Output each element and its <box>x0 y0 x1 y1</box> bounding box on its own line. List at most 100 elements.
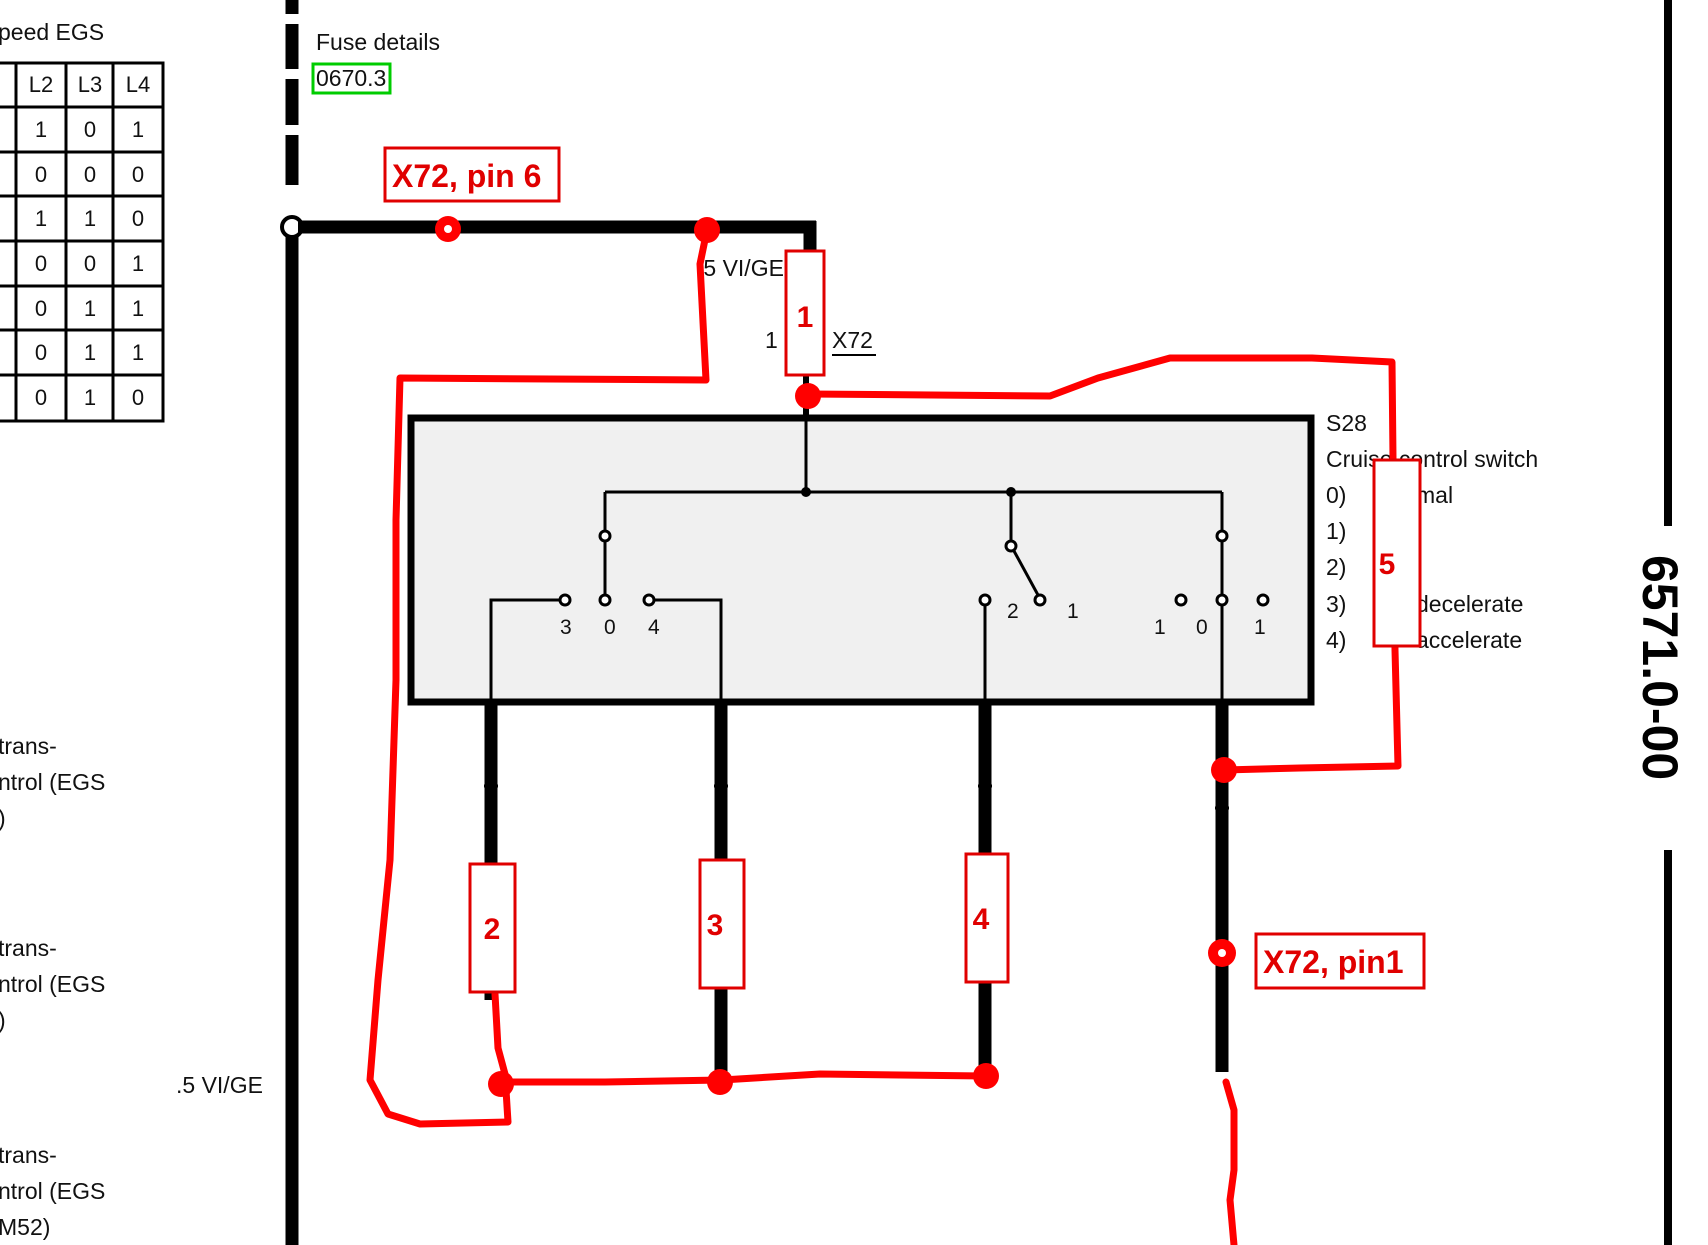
table-cell: 0 <box>132 385 144 410</box>
table-cell: 1 <box>84 340 96 365</box>
table-cell: 1 <box>132 251 144 276</box>
table-cell: 1 <box>132 117 144 142</box>
partial-title: peed EGS <box>0 19 104 45</box>
position-number: 3) <box>1326 591 1346 617</box>
module-label-line: ) <box>0 805 6 831</box>
contact-label: 4 <box>648 616 660 639</box>
position-number: 2) <box>1326 554 1346 580</box>
column-header: L4 <box>126 72 150 97</box>
annotation-number: 3 <box>707 909 724 942</box>
module-label-line: M52) <box>0 1214 50 1240</box>
module-label-line: ntrol (EGS <box>0 769 105 795</box>
table-cell: 1 <box>132 296 144 321</box>
table-cell: 1 <box>35 206 47 231</box>
marker-dot <box>707 1069 733 1095</box>
table-cell: 0 <box>84 162 96 187</box>
table-cell: 1 <box>35 117 47 142</box>
contact-node <box>1215 593 1229 607</box>
component-legend: S28 Cruise control switch 0) mal 1) 2) 3… <box>1326 410 1538 653</box>
position-text: accelerate <box>1416 627 1522 653</box>
header-left: peed EGS <box>0 19 104 45</box>
callout-label-bottom: X72, pin1 <box>1263 944 1404 980</box>
table-cell: 0 <box>132 206 144 231</box>
annotation-box <box>698 858 746 990</box>
marker-dot <box>795 383 821 409</box>
table-cell: 0 <box>84 117 96 142</box>
connector-pin-label: 1 <box>765 327 778 353</box>
contact-label: 0 <box>604 616 616 639</box>
table-cell: 0 <box>35 296 47 321</box>
module-label-line: ntrol (EGS <box>0 1178 105 1204</box>
contact-node <box>558 593 572 607</box>
contact-node <box>598 529 612 543</box>
column-header: L2 <box>29 72 53 97</box>
contact-node <box>978 593 992 607</box>
table-cell: 0 <box>84 251 96 276</box>
contact-node <box>642 593 656 607</box>
annotation-box <box>1372 458 1422 648</box>
annotation-number: 1 <box>797 301 814 334</box>
component-name: Cruise control switch <box>1326 446 1538 472</box>
marker-dot <box>488 1071 514 1097</box>
position-number: 4) <box>1326 627 1346 653</box>
column-header: L3 <box>78 72 102 97</box>
contact-node <box>1215 529 1229 543</box>
contact-node <box>1033 593 1047 607</box>
connector-name-label: X72 <box>832 327 873 353</box>
position-number: 1) <box>1326 518 1346 544</box>
annotation-box <box>784 249 826 377</box>
callout-label-top: X72, pin 6 <box>392 158 541 194</box>
position-text: mal <box>1416 482 1453 508</box>
component-id: S28 <box>1326 410 1367 436</box>
module-label-line: ntrol (EGS <box>0 971 105 997</box>
table-cell: 0 <box>35 385 47 410</box>
cruise-control-switch: 3 0 4 2 1 1 0 1 <box>407 414 1315 706</box>
contact-label: 1 <box>1254 616 1266 639</box>
table-cell: 1 <box>84 206 96 231</box>
marker-dot <box>1211 757 1237 783</box>
page-border: 6571.0-00 <box>1632 0 1688 1245</box>
left-bus <box>280 0 304 1245</box>
wire-color-label: .5 VI/GE <box>176 1072 263 1098</box>
marker-dot <box>973 1063 999 1089</box>
table-cell: 1 <box>84 385 96 410</box>
callout-box <box>383 146 561 203</box>
page-number: 6571.0-00 <box>1632 555 1688 780</box>
contact-node <box>1174 593 1188 607</box>
module-label-line: ) <box>0 1007 6 1033</box>
contact-label: 3 <box>560 616 572 639</box>
table-cell: 0 <box>35 162 47 187</box>
annotation-number: 5 <box>1379 548 1396 581</box>
module-label-line: trans- <box>0 733 57 759</box>
callout-box <box>1254 932 1426 990</box>
contact-node <box>1004 539 1018 553</box>
fuse-ref-link[interactable]: 0670.3 <box>316 65 386 91</box>
component-box <box>407 414 1315 706</box>
annotation-box <box>964 852 1010 984</box>
table-cell: 1 <box>84 296 96 321</box>
annotation-number: 4 <box>973 903 990 936</box>
contact-label: 1 <box>1154 616 1166 639</box>
module-label-line: trans- <box>0 1142 57 1168</box>
table-cell: 1 <box>132 340 144 365</box>
contact-node <box>598 593 612 607</box>
wire-color-label: .5 VI/GE <box>697 255 784 281</box>
fuse-details: Fuse details 0670.3 <box>311 29 440 95</box>
annotation-box <box>468 862 517 994</box>
module-label-line: trans- <box>0 935 57 961</box>
position-text: decelerate <box>1416 591 1523 617</box>
left-labels: trans- ntrol (EGS ) trans- ntrol (EGS ) … <box>0 733 263 1240</box>
truth-table: L2 L3 L4 1 0 1 0 0 0 1 1 0 0 0 1 0 1 1 0… <box>0 61 165 423</box>
fuse-ref-box[interactable] <box>311 62 392 95</box>
red-annotations: 1 2 3 4 5 X72, pin 6 X72, pin1 <box>366 146 1426 1245</box>
contact-node <box>1256 593 1270 607</box>
contact-label: 0 <box>1196 616 1208 639</box>
table-cell: 0 <box>35 251 47 276</box>
annotation-number: 2 <box>484 913 501 946</box>
fuse-details-label: Fuse details <box>316 29 440 55</box>
marker-dot <box>694 217 720 243</box>
position-number: 0) <box>1326 482 1346 508</box>
contact-label: 1 <box>1067 600 1079 623</box>
table-cell: 0 <box>35 340 47 365</box>
